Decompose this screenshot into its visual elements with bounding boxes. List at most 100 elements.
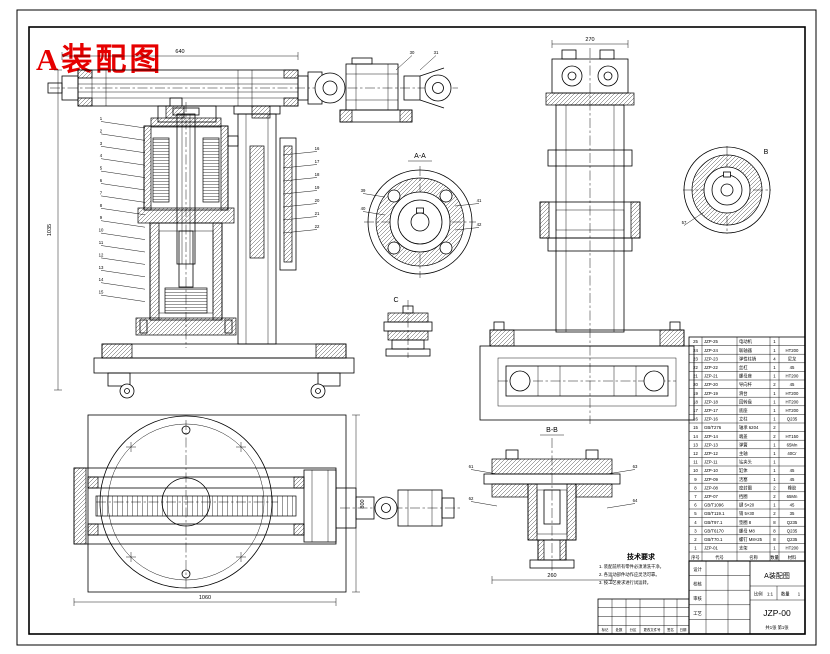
parts-table-cell: 2 [773,425,776,430]
parts-table-cell: 1 [773,546,776,551]
parts-table-cell: 活塞 [739,476,748,483]
parts-table-cell: 1 [773,477,776,482]
qty-label: 数量 [781,591,790,598]
parts-table-cell: 24 [693,348,698,353]
parts-table-cell: 底座 [739,407,748,414]
dim-unit-top: 640 [175,49,184,55]
parts-table-cell: 65Mn [787,442,798,447]
parts-table-cell: 丝杠 [739,364,748,371]
dim-plan-width: 1060 [199,595,211,601]
parts-table-cell: 弹性柱销 [739,355,757,362]
parts-table-cell: JZP-01 [704,546,718,551]
parts-table-cell: 21 [693,374,698,379]
parts-table-cell: GB/T6170 [704,528,724,533]
view-front-section: 1035 [47,70,354,398]
dim-side-top: 270 [585,37,594,43]
part-callout-number: 39 [361,188,366,193]
change-record-label: 日期 [680,627,687,632]
parts-table-cell: 密封圈 [739,484,752,491]
parts-table-cell: 1 [694,546,697,551]
parts-table-cell: 7 [694,494,697,499]
parts-table-cell: 1 [773,417,776,422]
parts-table-cell: JZP-23 [704,356,718,361]
parts-table-cell: GB/T1096 [704,503,724,508]
parts-table-cell: 8 [773,537,776,542]
part-callout-number: 5 [100,166,103,171]
parts-table-cell: 尼龙 [788,355,797,362]
parts-table-cell: 橡胶 [788,484,797,491]
parts-table-cell: JZP-20 [704,382,718,387]
parts-table-cell: JZP-14 [704,434,718,439]
parts-table-cell: 45 [790,477,795,482]
parts-table-cell: Q235 [787,417,798,422]
parts-table-cell: 2 [773,485,776,490]
view-plan: 1060 800 [74,415,462,606]
parts-table-cell: 联轴器 [739,347,753,354]
parts-table-cell: JZP-19 [704,391,718,396]
view-section-aa: A-A [364,153,476,278]
parts-table-cell: 13 [693,442,698,447]
parts-table-cell: JZP-22 [704,365,718,370]
parts-table-cell: 1 [773,374,776,379]
parts-table-cell: 键 5×20 [739,502,755,509]
parts-table-cell: Q235 [787,520,798,525]
callout-leader-line [101,184,145,191]
parts-table-cell: 16 [693,417,698,422]
part-callout-number: 7 [100,190,103,195]
parts-table-cell: 1 [773,468,776,473]
parts-table-cell: 45 [790,365,795,370]
parts-table-cell: 1 [773,460,776,465]
parts-table-cell: JZP-09 [704,477,718,482]
parts-table-cell: 垫圈 8 [739,519,752,526]
parts-table-cell: GB/T97.1 [704,520,723,525]
parts-table-cell: 销 5×30 [739,510,755,517]
part-callout-number: 57 [682,220,687,225]
parts-table-cell: 端盖 [739,433,748,440]
parts-table-cell: JZP-12 [704,451,718,456]
callout-leader-line [471,502,497,507]
view-section-bb: B-B 260 [484,427,620,584]
parts-table-cell: 主轴 [739,450,748,457]
parts-table-cell: 14 [693,434,698,439]
notes-title: 技术要求 [627,552,656,561]
parts-table-cell: HT200 [786,391,800,396]
change-record-label: 分区 [630,627,637,632]
section-bb-label: B-B [546,427,558,434]
parts-table-cell: 回转盘 [739,398,753,405]
parts-table-cell: 23 [693,356,698,361]
parts-table-cell: JZP-25 [704,339,718,344]
parts-table-cell: 20 [693,382,698,387]
parts-table-cell: 螺钉 M8×25 [739,536,763,543]
view-side-elevation: 270 [480,37,694,424]
dim-plan-height: 800 [360,499,366,508]
callout-leader-line [101,146,145,153]
callout-leader-line [101,171,145,178]
parts-table-cell: JZP-10 [704,468,718,473]
detail-b-label: B [764,149,769,156]
parts-table-cell: 1 [773,451,776,456]
parts-table-cell: 22 [693,365,698,370]
callout-leader-line [101,246,145,253]
parts-table-cell: 1 [773,442,776,447]
product-name: A装配图 [764,571,790,580]
part-callout-number: 41 [477,198,482,203]
callout-leader-line [101,122,145,129]
part-callout-number: 22 [315,224,320,229]
parts-table-cell: JZP-08 [704,485,718,490]
parts-table-cell: JZP-13 [704,442,718,447]
parts-table-cell: HT150 [786,434,800,439]
note-line: 2. 各运动部件动作应灵活可靠。 [599,571,660,578]
parts-table-cell: 10 [693,468,698,473]
qty-value: 1 [798,592,801,597]
detail-c-label: C [393,297,398,304]
part-callout-number: 42 [477,222,482,227]
part-callout-number: 2 [100,128,103,133]
parts-table-header: 数量 [770,554,779,561]
parts-table-cell: 3 [694,528,697,533]
change-record-label: 处数 [616,627,623,632]
note-line: 3. 按工艺要求进行试运转。 [599,579,651,586]
parts-table-cell: 支架 [739,545,748,552]
change-record-label: 更改文件号 [644,627,662,632]
part-callout-number: 8 [100,203,103,208]
